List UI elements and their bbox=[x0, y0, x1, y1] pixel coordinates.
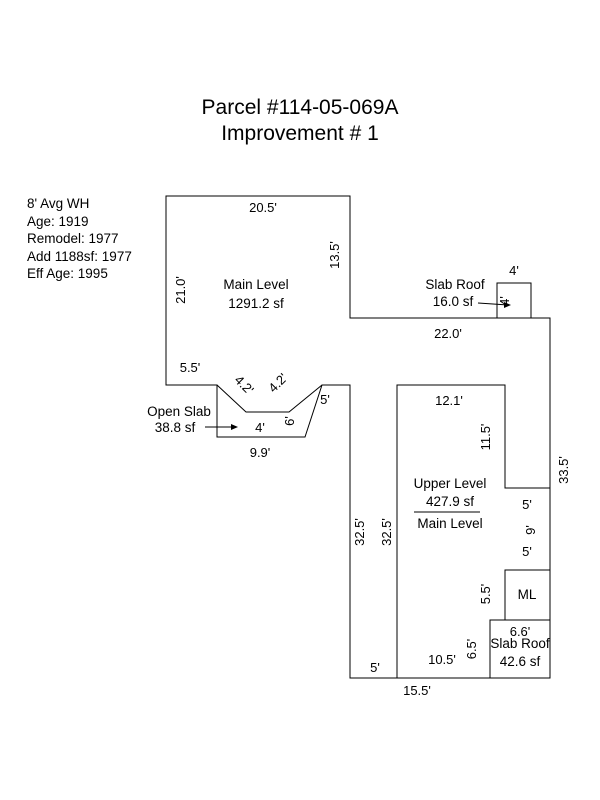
slab-roof-large-name: Slab Roof bbox=[490, 636, 550, 651]
improvement-title: Improvement # 1 bbox=[221, 122, 379, 145]
title-block: Parcel #114-05-069A Improvement # 1 bbox=[0, 95, 600, 147]
upper-level-below: Main Level bbox=[417, 516, 482, 531]
dim-step-5b: 5' bbox=[522, 544, 532, 559]
upper-level-outline bbox=[396, 384, 550, 678]
dim-main-top: 20.5' bbox=[249, 200, 277, 215]
slab-roof-small-area: 16.0 sf bbox=[433, 294, 474, 309]
open-slab-area: 38.8 sf bbox=[155, 420, 196, 435]
ml-outline bbox=[504, 569, 550, 620]
info-addition: Add 1188sf: 1977 bbox=[27, 248, 132, 264]
dim-slab-small-w: 4' bbox=[509, 263, 519, 278]
dim-main-bottom-left: 5.5' bbox=[180, 360, 201, 375]
dim-step-9: 9' bbox=[523, 525, 538, 535]
dim-after-notch: 5' bbox=[320, 392, 330, 407]
slab-roof-arrow bbox=[477, 302, 509, 306]
info-age: Age: 1919 bbox=[27, 213, 89, 229]
slab-roof-arrowhead bbox=[504, 302, 511, 308]
dim-open-slab-width: 9.9' bbox=[250, 445, 271, 460]
dim-step-5a: 5' bbox=[522, 497, 532, 512]
upper-level-name: Upper Level bbox=[414, 476, 487, 491]
open-slab-arrowhead bbox=[231, 424, 238, 430]
info-remodel: Remodel: 1977 bbox=[27, 231, 119, 246]
dim-notch-bottom: 4' bbox=[255, 420, 265, 435]
dim-step-22: 22.0' bbox=[434, 326, 462, 341]
dim-slab-small-h: 4' bbox=[497, 296, 512, 306]
dim-slab-left: 6.5' bbox=[464, 639, 479, 660]
main-level-name: Main Level bbox=[223, 277, 288, 292]
main-level-area: 1291.2 sf bbox=[228, 296, 284, 311]
ml-name: ML bbox=[518, 587, 537, 602]
dim-bottom-155: 15.5' bbox=[403, 683, 431, 698]
dim-main-right: 13.5' bbox=[327, 241, 342, 269]
slab-roof-small-outline bbox=[496, 282, 532, 319]
dim-upper-right: 11.5' bbox=[478, 424, 493, 451]
dim-step-55: 5.5' bbox=[478, 584, 493, 605]
slab-roof-small-name: Slab Roof bbox=[425, 277, 485, 292]
dim-ml-bottom: 6.6' bbox=[510, 624, 531, 639]
dim-bottom-5: 5' bbox=[370, 660, 380, 675]
dim-main-left: 21.0' bbox=[173, 276, 188, 304]
slab-roof-large-outline bbox=[489, 619, 550, 678]
info-eff-age: Eff Age: 1995 bbox=[27, 266, 108, 281]
open-slab-outline bbox=[216, 384, 323, 413]
open-slab-name: Open Slab bbox=[147, 404, 211, 419]
dim-bottom-105: 10.5' bbox=[428, 652, 456, 667]
info-wall-height: 8' Avg WH bbox=[27, 196, 90, 211]
dim-notch-right: 4.2' bbox=[265, 370, 290, 395]
dim-right-side: 33.5' bbox=[556, 456, 571, 484]
parcel-title: Parcel #114-05-069A bbox=[201, 96, 399, 119]
dim-inner-left: 32.5' bbox=[379, 518, 394, 546]
upper-level-area: 427.9 sf bbox=[426, 494, 474, 509]
dim-outer-left: 32.5' bbox=[352, 518, 367, 546]
property-info: 8' Avg WH Age: 1919 Remodel: 1977 Add 11… bbox=[27, 195, 132, 283]
dim-upper-top: 12.1' bbox=[435, 393, 463, 408]
slab-roof-large-area: 42.6 sf bbox=[500, 654, 541, 669]
dim-notch-left: 4.2' bbox=[232, 372, 257, 397]
dim-notch-depth: 6' bbox=[282, 416, 297, 426]
